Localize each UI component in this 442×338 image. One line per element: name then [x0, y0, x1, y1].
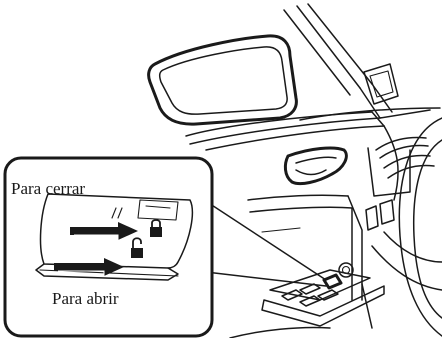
callout-leader-lines [198, 196, 326, 286]
window-switch-panel [262, 263, 384, 326]
door-handle [285, 148, 346, 184]
callout-box: Para cerrar Para abrir [5, 158, 212, 336]
corner-vent [364, 64, 398, 104]
unlock-label: Para abrir [52, 289, 119, 308]
a-pillar [284, 4, 430, 118]
steering-wheel [399, 118, 442, 336]
side-mirror [149, 36, 297, 124]
door-bottom [230, 327, 330, 338]
lock-label: Para cerrar [11, 179, 85, 198]
